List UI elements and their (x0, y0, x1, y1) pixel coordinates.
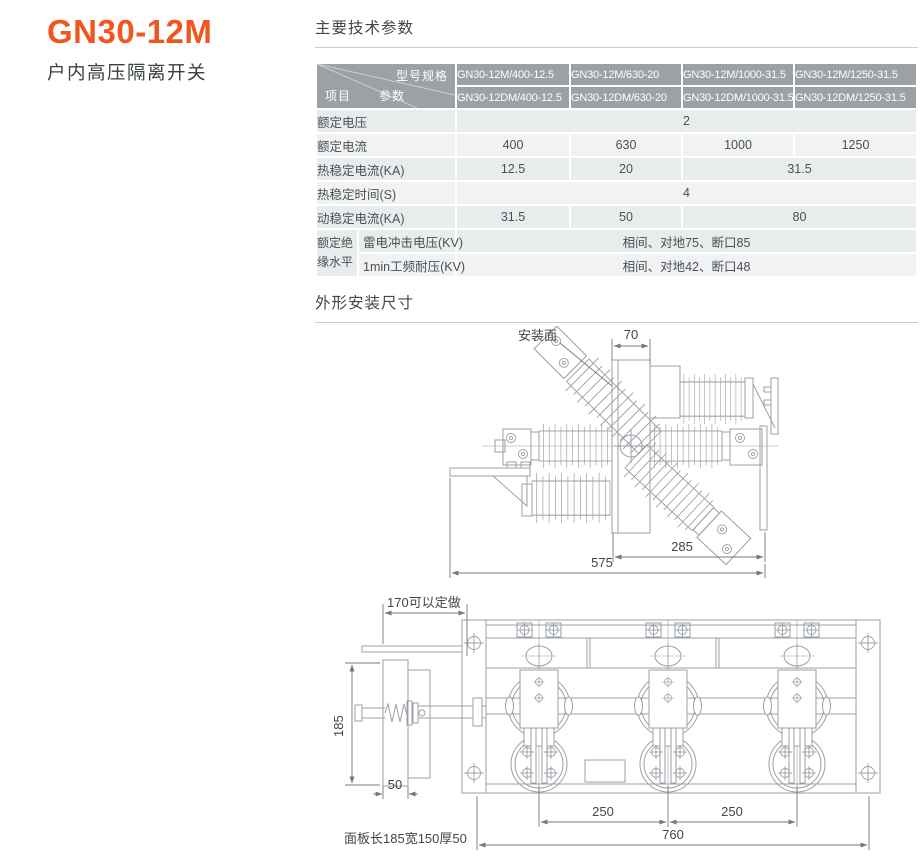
model-col-3b: GN30-12DM/1000-31.5 (683, 87, 793, 108)
diagonal-lines (317, 64, 455, 108)
row-label: 动稳定电流(KA) (317, 206, 455, 228)
model-header-row-1: 型号规格 项目 参数 GN30-12M/400-12.5 GN30-12M/63… (317, 64, 916, 108)
svg-text:70: 70 (624, 327, 638, 342)
svg-text:185: 185 (331, 715, 346, 737)
model-col-4: GN30-12M/1250-31.5 (795, 64, 916, 85)
row-value: 630 (571, 134, 681, 156)
center-hub (614, 429, 648, 463)
dimension-250-right: 250 (669, 786, 798, 827)
table-row: 1min工频耐压(KV) 相间、对地42、断口48 (317, 254, 916, 276)
dimension-185: 185 (331, 662, 380, 786)
svg-text:250: 250 (592, 804, 614, 819)
heading-rule (315, 47, 918, 48)
panel-note: 面板长185宽150厚50 (344, 831, 467, 846)
insulator-middle-left (494, 423, 613, 469)
nameplate (584, 759, 626, 783)
row-value: 31.5 (457, 206, 569, 228)
product-identity: GN30-12M 户内高压隔离开关 (47, 13, 213, 85)
insulator-lower-left (449, 461, 611, 524)
insulator-upper-right (679, 373, 779, 435)
table-row: 动稳定电流(KA) 31.5 50 80 (317, 206, 916, 228)
row-value: 400 (457, 134, 569, 156)
corner-label-item: 项目 (325, 89, 352, 103)
pole-assembly (764, 620, 831, 792)
svg-text:170可以定做: 170可以定做 (387, 596, 461, 610)
row-value: 1250 (795, 134, 916, 156)
mount-face-label: 安装面 (518, 328, 613, 387)
dimension-250-left: 250 (538, 786, 669, 827)
table-row: 热稳定时间(S) 4 (317, 182, 916, 204)
svg-text:575: 575 (591, 555, 613, 570)
row-value: 20 (571, 158, 681, 180)
dimension-575: 575 (449, 478, 766, 578)
dimension-70: 70 (611, 327, 651, 364)
mount-hole (857, 632, 879, 654)
dimensions-heading: 外形安装尺寸 (315, 295, 415, 312)
table-row: 额定电流 400 630 1000 1250 (317, 134, 916, 156)
model-col-4b: GN30-12DM/1250-31.5 (795, 87, 916, 108)
svg-text:50: 50 (388, 777, 402, 792)
model-col-1: GN30-12M/400-12.5 (457, 64, 569, 85)
row-value: 相间、对地75、断口85 (457, 230, 916, 252)
row-value: 50 (571, 206, 681, 228)
spec-table: 型号规格 项目 参数 GN30-12M/400-12.5 GN30-12M/63… (315, 62, 918, 278)
corner-label-param: 参数 (379, 89, 406, 103)
outline-drawing-front-view: 170可以定做 185 50 250 250 760 面板长185宽150厚50 (331, 596, 881, 850)
specs-section: 主要技术参数 型号规格 项目 参数 GN30-12M/400-12.5 GN30… (315, 16, 918, 323)
group-label-insulation-level: 额定绝 缘水平 (317, 230, 357, 276)
operating-mechanism (354, 645, 486, 787)
row-value: 1000 (683, 134, 793, 156)
svg-text:760: 760 (662, 827, 684, 842)
insulator-diagonal-upper (533, 326, 667, 460)
model-col-2: GN30-12M/630-20 (571, 64, 681, 85)
row-value: 80 (683, 206, 916, 228)
model-col-3: GN30-12M/1000-31.5 (683, 64, 793, 85)
product-subtitle: 户内高压隔离开关 (47, 62, 208, 84)
svg-text:250: 250 (721, 804, 743, 819)
row-label: 热稳定时间(S) (317, 182, 455, 204)
corner-label-model: 型号规格 (395, 69, 448, 83)
insulator-middle-right (649, 423, 768, 531)
dimension-170: 170可以定做 (382, 596, 468, 656)
pole-assembly (635, 620, 702, 792)
row-label: 额定电流 (317, 134, 455, 156)
row-value: 4 (457, 182, 916, 204)
model-header-row-2: GN30-12DM/400-12.5 GN30-12DM/630-20 GN30… (317, 87, 916, 108)
svg-text:285: 285 (671, 539, 693, 554)
row-value: 12.5 (457, 158, 569, 180)
heading-rule (315, 322, 918, 323)
row-value: 相间、对地42、断口48 (457, 254, 916, 276)
pole-assembly (506, 620, 573, 792)
table-row: 热稳定电流(KA) 12.5 20 31.5 (317, 158, 916, 180)
svg-text:安装面: 安装面 (518, 328, 557, 343)
row-label: 1min工频耐压(KV) (359, 254, 465, 276)
dimension-50: 50 (373, 777, 418, 799)
row-label: 额定电压 (317, 110, 455, 132)
product-title: GN30-12M (47, 13, 213, 50)
mount-hole (857, 762, 879, 784)
row-label: 雷电冲击电压(KV) (359, 230, 463, 252)
table-row: 额定绝 缘水平 雷电冲击电压(KV) 相间、对地75、断口85 (317, 230, 916, 276)
mount-hole (463, 762, 485, 784)
insulator-diagonal-lower (619, 438, 752, 566)
model-col-2b: GN30-12DM/630-20 (571, 87, 681, 108)
corner-header-cell: 型号规格 项目 参数 (317, 64, 455, 108)
model-col-1b: GN30-12DM/400-12.5 (457, 87, 569, 108)
row-value: 31.5 (683, 158, 916, 180)
outline-drawing-side-view: 70 安装面 285 575 (449, 326, 779, 578)
dimension-285: 285 (612, 532, 766, 562)
table-row: 额定电压 2 (317, 110, 916, 132)
params-heading: 主要技术参数 (315, 20, 415, 37)
dimension-760: 760 (476, 796, 870, 850)
row-value: 2 (457, 110, 916, 132)
row-label: 热稳定电流(KA) (317, 158, 455, 180)
